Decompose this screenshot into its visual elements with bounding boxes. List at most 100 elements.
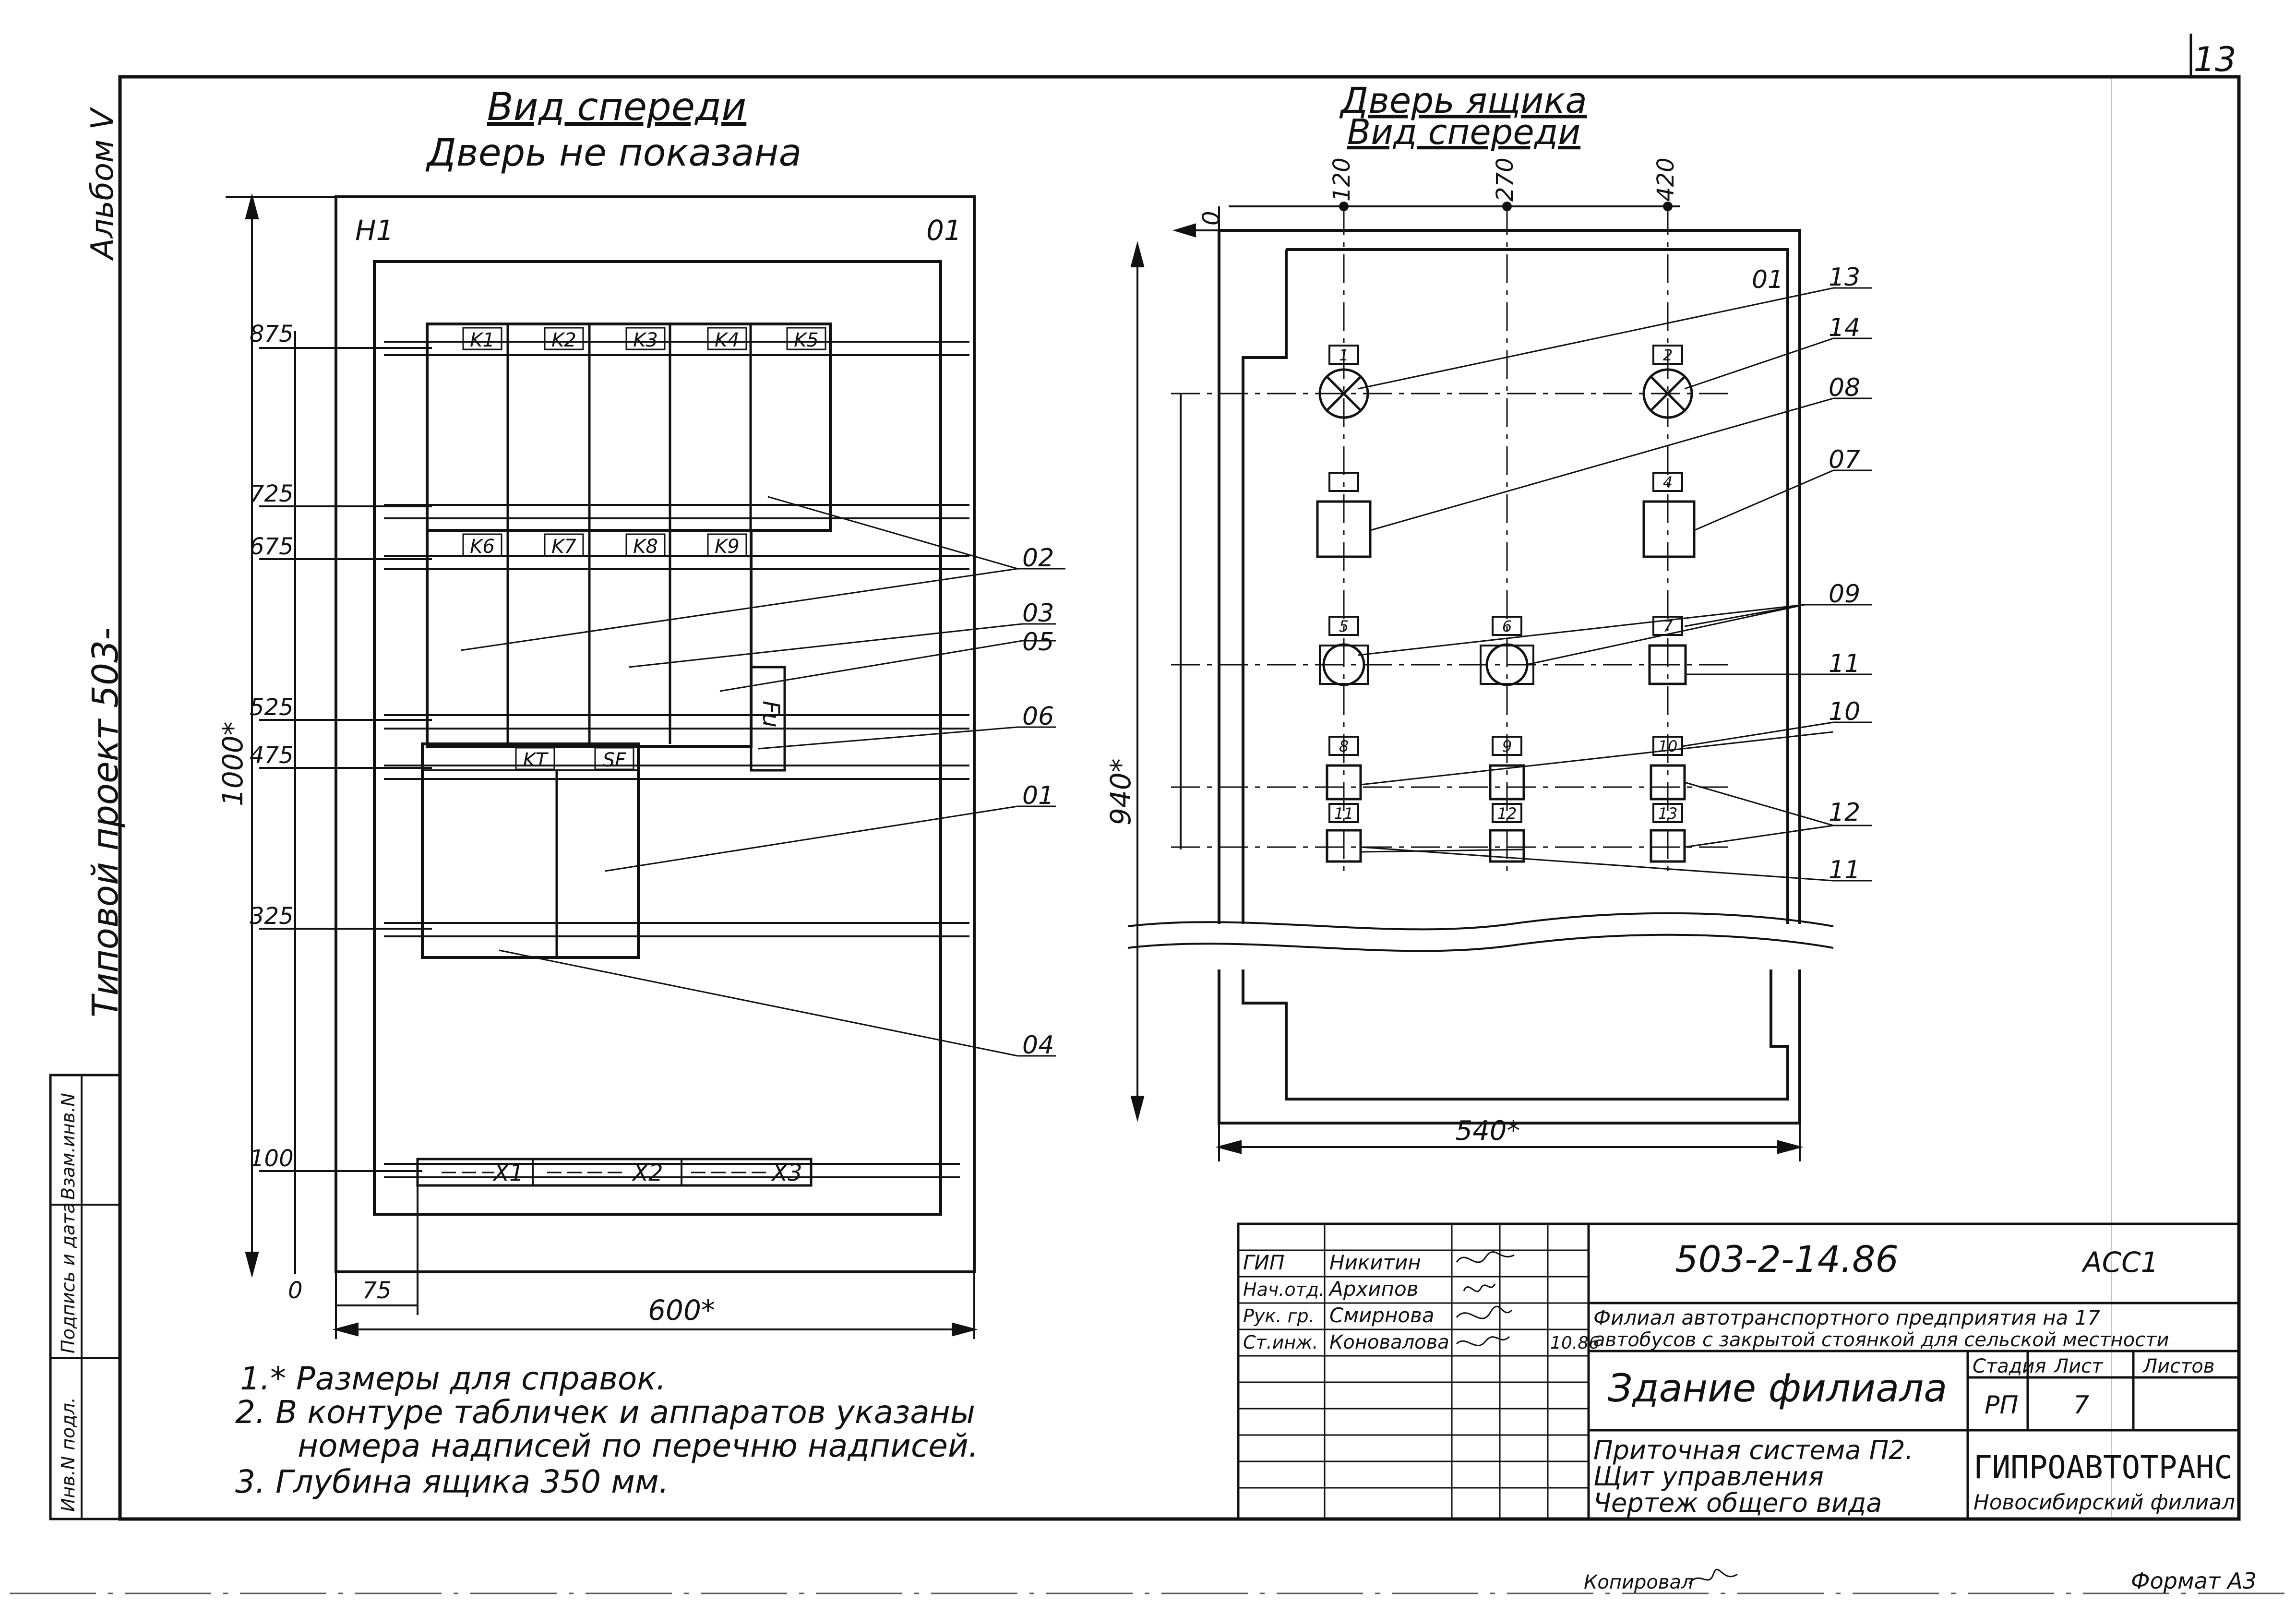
- door-callout-12: 12: [1829, 798, 1860, 827]
- relay-k5: K5: [794, 329, 819, 351]
- stamp-inv-label: Инв.N подл.: [58, 1397, 79, 1512]
- dim-725: 725: [250, 480, 294, 507]
- door-corner-01: 01: [1752, 265, 1783, 294]
- plate-5: 5: [1339, 617, 1349, 635]
- cabinet-inner: [373, 260, 942, 1216]
- object-line-2: автобусов с закрытой стоянкой для сельск…: [1593, 1329, 2169, 1351]
- note-3: 3. Глубина ящика 350 мм.: [235, 1463, 669, 1500]
- door-callout-14: 14: [1829, 313, 1860, 342]
- device-11-top: [1648, 644, 1687, 685]
- callout-02: 02: [1022, 544, 1054, 573]
- callout-05: 05: [1022, 628, 1054, 657]
- relay-k3: K3: [633, 329, 658, 351]
- album-label: Альбом V: [85, 107, 120, 261]
- door-callout-08: 08: [1829, 373, 1860, 402]
- plate-1: 1: [1339, 346, 1349, 364]
- plate-11: 11: [1334, 804, 1354, 823]
- dim-675: 675: [250, 533, 294, 560]
- name-konovalova: Коновалова: [1329, 1331, 1449, 1353]
- org-name: ГИПРОАВТОТРАНС: [1973, 1449, 2233, 1486]
- side-stamp: Инв.N подл. Подпись и дата Взам.инв.N: [49, 1074, 121, 1520]
- sheet-head: Лист: [2053, 1355, 2104, 1377]
- door-callout-13: 13: [1829, 263, 1860, 292]
- door-callout-10: 10: [1829, 697, 1860, 726]
- name-arkhipov: Архипов: [1328, 1277, 1418, 1301]
- building-name: Здание филиала: [1608, 1366, 1947, 1411]
- doc-code: 503-2-14.86: [1675, 1238, 1899, 1280]
- plate-8: 8: [1339, 737, 1349, 755]
- terminal-x1: X1: [492, 1160, 524, 1186]
- lamp-2: [1642, 368, 1693, 419]
- relay-k6: K6: [470, 536, 495, 558]
- dim-width-600: 600*: [648, 1294, 715, 1327]
- door-callout-07: 07: [1829, 445, 1860, 474]
- object-line-1: Филиал автотранспортного предприятия на …: [1593, 1306, 2100, 1329]
- plate-7: 7: [1663, 617, 1673, 635]
- plate-12: 12: [1497, 804, 1517, 823]
- door-callout-11-b: 11: [1829, 856, 1860, 885]
- drawing-title-2: Щит управления: [1593, 1461, 1824, 1492]
- door-dim-width-540: 540*: [1456, 1115, 1520, 1147]
- callout-06: 06: [1022, 702, 1054, 731]
- sheet-number: 13: [2193, 40, 2236, 79]
- device-08: [1316, 500, 1372, 558]
- terminal-x3: X3: [770, 1160, 802, 1186]
- drawing-title-3: Чертеж общего вида: [1593, 1488, 1882, 1518]
- door-dim-120: 120: [1328, 157, 1355, 202]
- sheet-value: 7: [2073, 1391, 2089, 1420]
- name-nikitin: Никитин: [1329, 1251, 1421, 1274]
- fuse-fu: [750, 666, 786, 772]
- device-sf: SF: [603, 749, 626, 771]
- doc-mark: АСС1: [2081, 1246, 2159, 1279]
- dim-height-1000: 1000*: [216, 721, 249, 806]
- door-dim-height-940: 940*: [1104, 758, 1137, 825]
- door-callout-11-a: 11: [1829, 649, 1860, 678]
- relay-k4: K4: [715, 329, 740, 351]
- relay-k2: K2: [551, 329, 576, 351]
- signatures: [1456, 1251, 1515, 1346]
- title-block: ГИП Нач.отд. Рук. гр. Ст.инж. Никитин Ар…: [1237, 1222, 2240, 1520]
- dim-325: 325: [250, 903, 294, 930]
- door-view-subtitle: Вид спереди: [1347, 112, 1580, 152]
- plate-2: 2: [1663, 346, 1673, 364]
- role-ruk-gr: Рук. гр.: [1243, 1305, 1315, 1327]
- plate-9: 9: [1502, 737, 1512, 755]
- callout-01: 01: [1022, 781, 1054, 810]
- dim-875: 875: [250, 321, 294, 347]
- door-view-title: Дверь ящика: [1339, 80, 1587, 121]
- fuse-label: Fu: [757, 701, 784, 728]
- sheets-head: Листов: [2142, 1355, 2214, 1377]
- front-view-title: Вид спереди: [487, 84, 746, 129]
- note-2-cont: номера надписей по перечню надписей.: [298, 1427, 979, 1464]
- sheet-frame: [118, 75, 2241, 1521]
- corner-01: 01: [926, 214, 962, 247]
- role-nach-otd: Нач.отд.: [1243, 1279, 1325, 1300]
- role-st-inzh: Ст.инж.: [1243, 1332, 1318, 1353]
- branch-name: Новосибирский филиал: [1973, 1490, 2235, 1515]
- dim-475: 475: [250, 742, 294, 769]
- name-smirnova: Смирнова: [1329, 1304, 1435, 1327]
- notes: 1.* Размеры для справок. 2. В контуре та…: [235, 1360, 979, 1500]
- dim-525: 525: [250, 694, 294, 721]
- dim-100: 100: [250, 1145, 294, 1172]
- role-gip: ГИП: [1243, 1251, 1284, 1274]
- terminal-x2: X2: [631, 1160, 663, 1186]
- cabinet-outer: [335, 195, 976, 1273]
- copier-signature: [1688, 1568, 1738, 1584]
- stage-head: Стадия: [1973, 1355, 2046, 1377]
- corner-h1: H1: [355, 214, 394, 247]
- door-callout-09: 09: [1829, 580, 1860, 609]
- relay-k8: K8: [633, 536, 658, 558]
- stamp-sign-label: Подпись и дата: [58, 1202, 79, 1353]
- door-dim-420: 420: [1652, 157, 1679, 202]
- front-view-subtitle: Дверь не показана: [426, 132, 802, 175]
- front-view: Вид спереди Дверь не показана H1 01 Fu: [216, 84, 1065, 1339]
- date-10-86: 10.86: [1550, 1333, 1600, 1353]
- plate-4: 4: [1663, 473, 1673, 491]
- device-kt: KT: [523, 749, 549, 771]
- stamp-replace-label: Взам.инв.N: [58, 1093, 79, 1200]
- plate-13: 13: [1658, 804, 1678, 823]
- relay-k1: K1: [470, 329, 495, 351]
- dim-0: 0: [288, 1277, 303, 1304]
